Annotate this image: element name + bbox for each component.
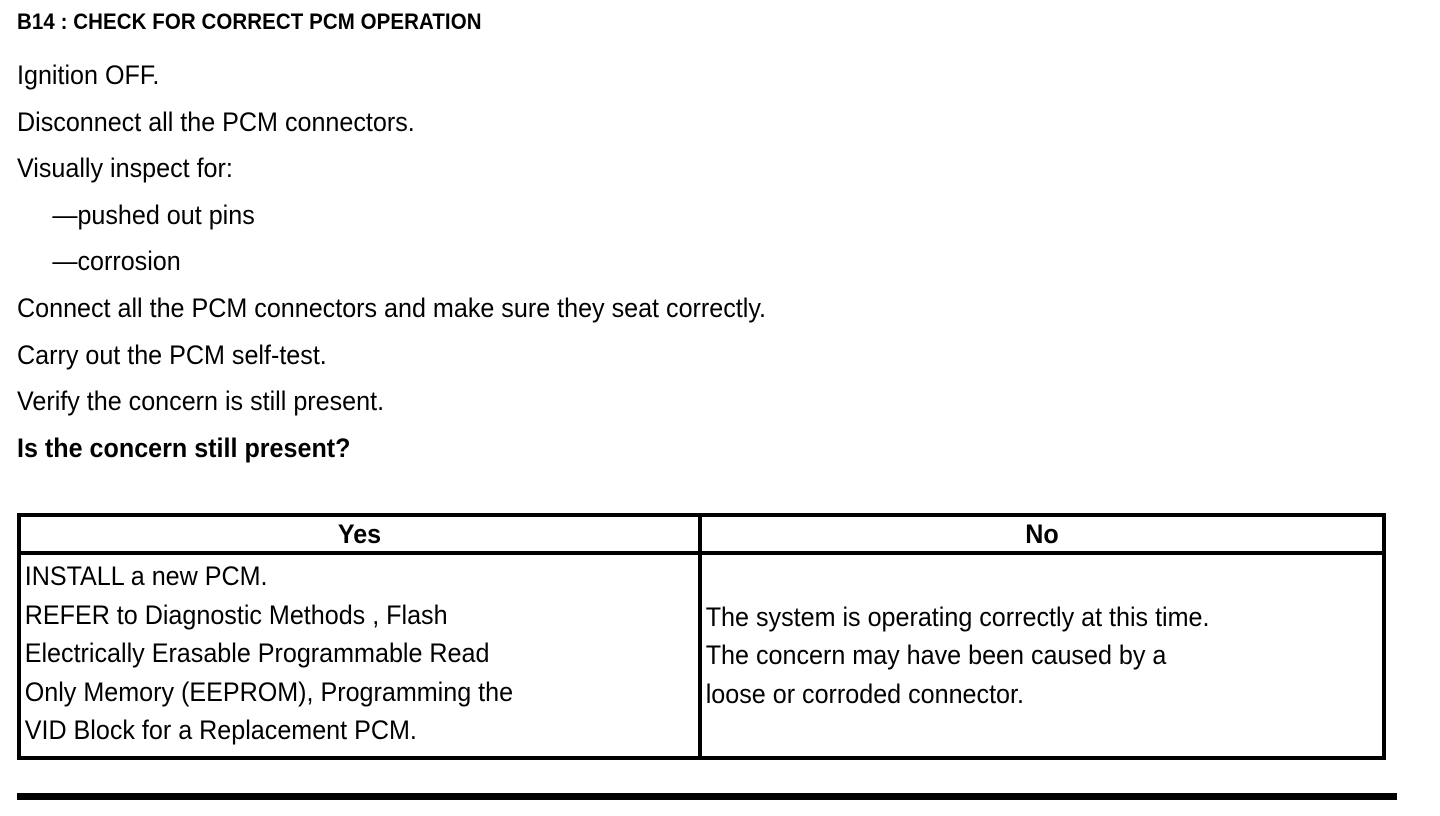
procedure-line: Connect all the PCM connectors and make … [17, 292, 766, 323]
cell-yes-text: INSTALL a new PCM. REFER to Diagnostic M… [24, 561, 514, 745]
column-header-no-label: No [1025, 519, 1059, 549]
column-header-no: No [698, 513, 1386, 555]
procedure-line: Disconnect all the PCM connectors. [17, 106, 415, 137]
table-header-row: Yes No [17, 513, 1386, 555]
table-row: INSTALL a new PCM. REFER to Diagnostic M… [17, 551, 1386, 760]
procedure-list: Ignition OFF. Disconnect all the PCM conn… [17, 52, 1407, 471]
procedure-line: Is the concern still present? [17, 432, 351, 463]
column-header-yes-label: Yes [337, 519, 382, 549]
procedure-line: Ignition OFF. [17, 60, 160, 90]
footer-rule [17, 793, 1397, 800]
decision-table: Yes No INSTALL a new PCM. REFER to Diagn… [17, 513, 1386, 760]
procedure-line: Visually inspect for: [17, 153, 233, 184]
cell-no-text: The system is operating correctly at thi… [705, 601, 1210, 709]
procedure-line: —pushed out pins [52, 199, 255, 230]
procedure-line: Carry out the PCM self-test. [17, 339, 327, 370]
procedure-line: —corrosion [52, 246, 181, 277]
procedure-line: Verify the concern is still present. [17, 386, 385, 417]
cell-yes-action: INSTALL a new PCM. REFER to Diagnostic M… [17, 551, 702, 760]
column-header-yes: Yes [17, 513, 702, 555]
page-title: B14 : CHECK FOR CORRECT PCM OPERATION [17, 9, 482, 34]
cell-no-action: The system is operating correctly at thi… [698, 551, 1386, 760]
